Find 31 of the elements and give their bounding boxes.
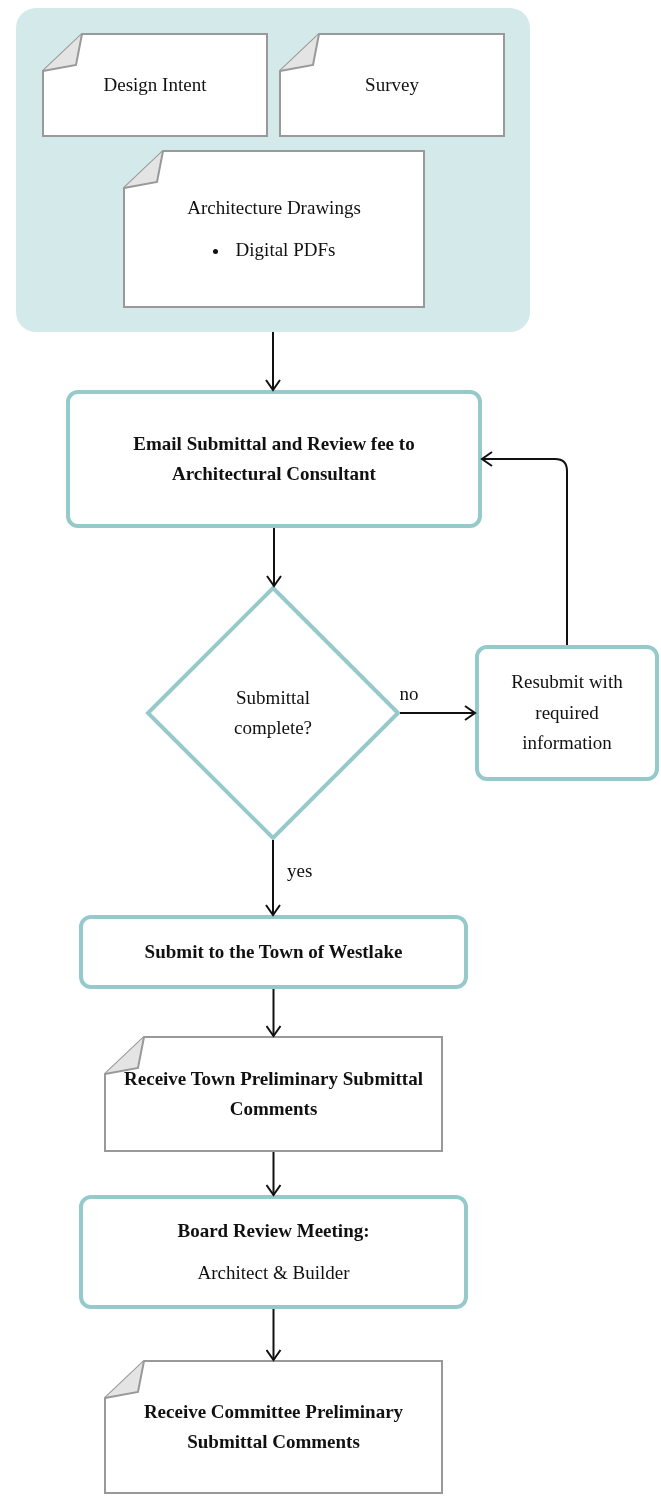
decision-text: Submittal complete? bbox=[232, 685, 314, 740]
process-box bbox=[66, 390, 482, 528]
decision-diamond bbox=[146, 586, 400, 840]
document-card bbox=[123, 150, 425, 308]
process-box bbox=[79, 915, 468, 989]
node-text: Architecture Drawings bbox=[186, 195, 362, 220]
process-box bbox=[79, 1195, 468, 1309]
arrow bbox=[481, 451, 568, 646]
process-box bbox=[475, 645, 659, 781]
bullet-item: Digital PDFs bbox=[200, 235, 348, 266]
arrow bbox=[265, 839, 281, 916]
document-card bbox=[104, 1036, 443, 1152]
group-panel bbox=[16, 8, 530, 332]
arrow bbox=[399, 705, 476, 721]
document-card bbox=[42, 33, 268, 137]
node-text: Design Intent bbox=[102, 72, 208, 97]
node-text: Receive Town Preliminary Submittal Comments bbox=[123, 1066, 424, 1121]
arrow bbox=[265, 988, 282, 1037]
node-text: Survey bbox=[364, 72, 420, 97]
node-text: Submit to the Town of Westlake bbox=[143, 939, 404, 964]
node-text: Architect & Builder bbox=[196, 1261, 351, 1285]
arrow bbox=[265, 1308, 282, 1361]
node-text: Receive Committee Preliminary Submittal Comments bbox=[142, 1399, 405, 1454]
document-card bbox=[104, 1360, 443, 1494]
arrow bbox=[266, 527, 282, 587]
arrow bbox=[265, 331, 281, 391]
node-text: Board Review Meeting: bbox=[176, 1218, 371, 1243]
node-text: Resubmit with required information bbox=[510, 670, 624, 756]
arrow bbox=[265, 1151, 282, 1196]
document-card bbox=[279, 33, 505, 137]
node-text: Email Submittal and Review fee to Architectural Consultant bbox=[132, 431, 416, 486]
